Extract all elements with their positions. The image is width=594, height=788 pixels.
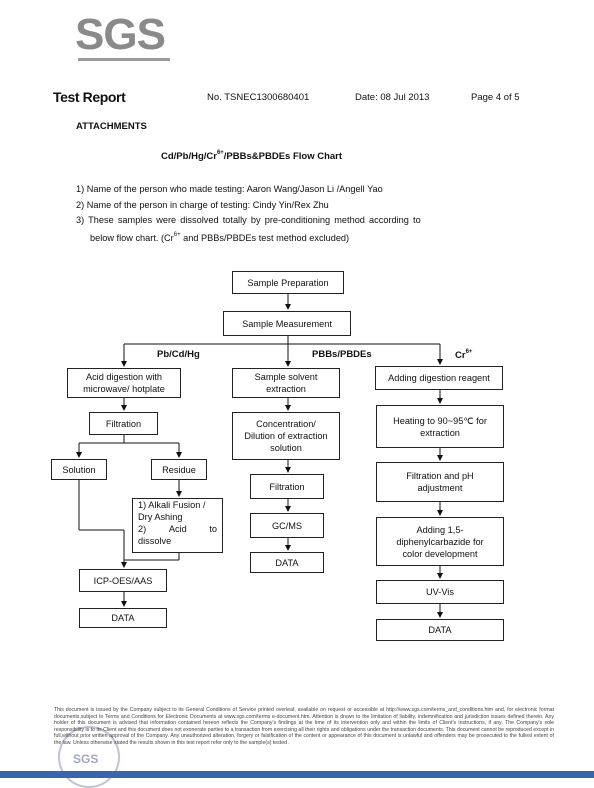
filtration-box-left: Filtration [89, 412, 158, 435]
note-2: 2) Name of the person in charge of testi… [76, 200, 329, 210]
data-box-left: DATA [79, 608, 167, 628]
note-3-continued: below flow chart. (Cr6+ and PBBs/PBDEs t… [90, 232, 350, 243]
sample-measurement-box: Sample Measurement [223, 311, 351, 336]
icp-oes-aas-box: ICP-OES/AAS [79, 569, 167, 592]
data-box-right: DATA [376, 619, 504, 641]
report-number: No. TSNEC1300680401 [207, 92, 310, 103]
sgs-stamp-text: SGS [73, 752, 99, 766]
logo-underline [78, 58, 170, 61]
attachments-heading: ATTACHMENTS [76, 121, 147, 132]
label-cr6: Cr6+ [455, 349, 473, 361]
solution-box: Solution [51, 459, 107, 480]
data-box-middle: DATA [250, 552, 324, 573]
flow-chart-title: Cd/Pb/Hg/Cr6+/PBBs&PBDEs Flow Chart [161, 150, 343, 162]
sgs-logo: SGS [75, 10, 166, 59]
flow-connectors [76, 294, 443, 618]
adding-digestion-reagent-box: Adding digestion reagent [375, 366, 503, 390]
page-number: Page 4 of 5 [471, 92, 520, 103]
note-1: 1) Name of the person who made testing: … [76, 184, 383, 194]
note-3: 3) These samples were dissolved totally … [76, 215, 421, 225]
sample-preparation-box: Sample Preparation [232, 271, 344, 294]
gcms-box: GC/MS [250, 513, 324, 538]
footer-disclaimer: This document is issued by the Company s… [54, 707, 554, 746]
residue-box: Residue [151, 459, 207, 480]
filtration-box-middle: Filtration [250, 474, 324, 499]
label-pb-cd-hg: Pb/Cd/Hg [157, 349, 200, 360]
report-title: Test Report [53, 89, 126, 105]
report-date: Date: 08 Jul 2013 [355, 92, 430, 103]
label-pbbs-pbdes: PBBs/PBDEs [312, 349, 372, 360]
bottom-color-band [0, 771, 594, 778]
uv-vis-box: UV-Vis [376, 580, 504, 604]
